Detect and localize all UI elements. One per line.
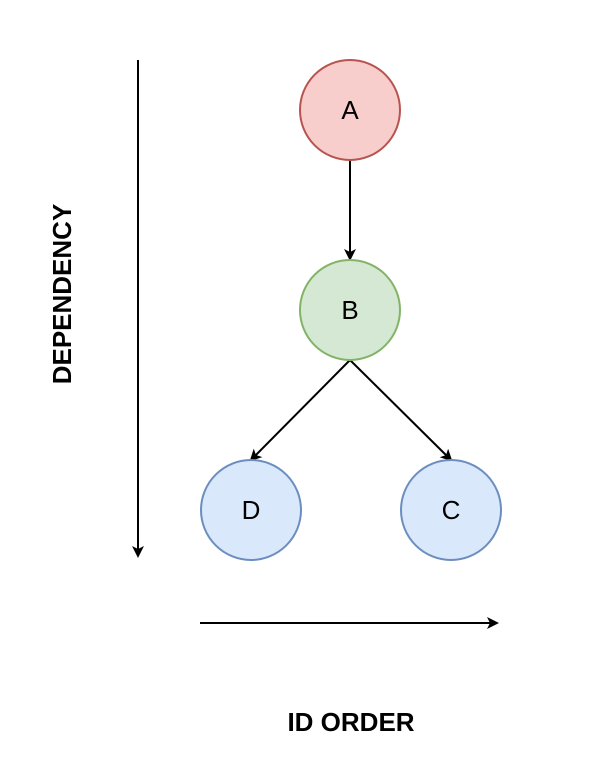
node-a-circle — [299, 59, 401, 161]
edges — [249, 160, 453, 462]
node-b[interactable]: B — [299, 259, 401, 361]
node-a[interactable]: A — [299, 59, 401, 161]
node-d-circle — [200, 459, 302, 561]
edge-b-to-d — [249, 359, 351, 462]
node-c-circle — [400, 459, 502, 561]
node-d-label: D — [242, 495, 261, 525]
node-b-label: B — [341, 295, 358, 325]
node-d[interactable]: D — [200, 459, 302, 561]
node-b-circle — [299, 259, 401, 361]
node-c[interactable]: C — [400, 459, 502, 561]
node-a-label: A — [341, 95, 359, 125]
node-c-label: C — [442, 495, 461, 525]
edge-b-to-c — [349, 359, 453, 462]
dependency-axis-label: DEPENDENCY — [47, 204, 77, 385]
id-order-axis-label: ID ORDER — [287, 707, 414, 737]
